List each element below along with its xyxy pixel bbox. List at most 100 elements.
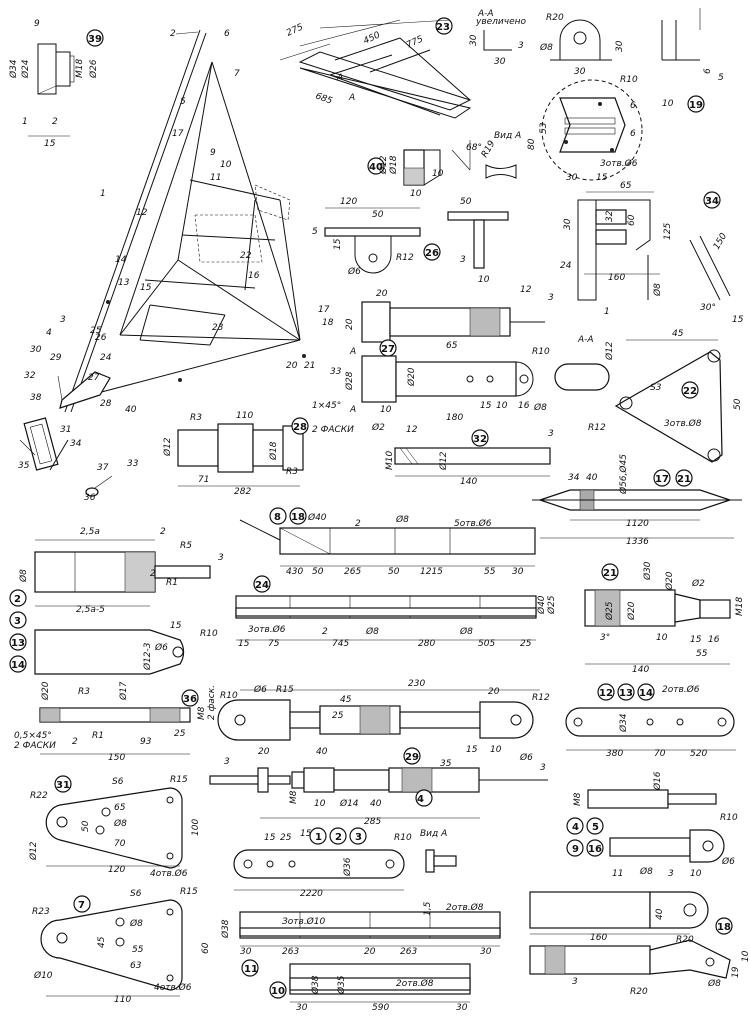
svg-text:70: 70 bbox=[114, 839, 126, 849]
svg-text:Ø8: Ø8 bbox=[707, 978, 721, 989]
part-32-number-badge bbox=[471, 429, 489, 447]
svg-text:M18: M18 bbox=[735, 597, 745, 616]
part-8: 8 18 Ø40 2 Ø8 430 50 265 50 1215 55 30 5… bbox=[239, 507, 536, 577]
svg-text:65: 65 bbox=[114, 803, 126, 813]
svg-text:3: 3 bbox=[668, 869, 674, 879]
svg-text:M8: M8 bbox=[289, 790, 299, 804]
svg-text:A: A bbox=[349, 347, 356, 357]
svg-text:50: 50 bbox=[312, 567, 324, 577]
svg-text:R3: R3 bbox=[78, 687, 90, 697]
svg-text:R10: R10 bbox=[200, 629, 218, 639]
svg-text:71: 71 bbox=[198, 475, 209, 485]
svg-text:29: 29 bbox=[405, 752, 419, 763]
part-31-number-badge bbox=[54, 775, 72, 793]
assembly-callouts: 2 6 7 5 17 9 10 11 1 12 22 16 14 13 15 2… bbox=[18, 29, 342, 503]
svg-text:Ø36: Ø36 bbox=[342, 857, 353, 877]
svg-text:R22: R22 bbox=[30, 791, 48, 801]
svg-text:увеличено: увеличено bbox=[475, 17, 527, 27]
svg-text:Ø6: Ø6 bbox=[253, 684, 267, 695]
svg-text:12: 12 bbox=[520, 285, 532, 295]
svg-text:25: 25 bbox=[174, 729, 186, 739]
svg-text:50: 50 bbox=[460, 197, 472, 207]
part-7: 7 S6 R15 R23 Ø8 45 55 63 60 Ø10 110 4отв… bbox=[32, 887, 211, 1005]
svg-text:13: 13 bbox=[11, 638, 25, 649]
svg-text:1336: 1336 bbox=[626, 537, 649, 547]
svg-text:6: 6 bbox=[630, 129, 636, 139]
svg-text:Ø34: Ø34 bbox=[8, 59, 19, 79]
svg-text:150: 150 bbox=[712, 231, 729, 251]
svg-text:Ø12: Ø12 bbox=[162, 437, 173, 457]
svg-text:Ø8: Ø8 bbox=[395, 514, 409, 525]
svg-text:10: 10 bbox=[662, 99, 674, 109]
svg-text:40: 40 bbox=[370, 799, 382, 809]
callout-36: 36 bbox=[84, 493, 96, 503]
part-27-number-badge bbox=[379, 339, 397, 357]
svg-text:505: 505 bbox=[478, 639, 495, 649]
svg-text:R3: R3 bbox=[190, 413, 202, 423]
svg-text:55: 55 bbox=[696, 649, 708, 659]
svg-text:20: 20 bbox=[488, 687, 500, 697]
svg-text:15: 15 bbox=[300, 829, 312, 839]
svg-text:Ø8: Ø8 bbox=[639, 866, 653, 877]
callout-37: 37 bbox=[97, 463, 109, 473]
svg-text:40: 40 bbox=[655, 908, 665, 920]
svg-text:3: 3 bbox=[572, 977, 578, 987]
svg-text:R10: R10 bbox=[720, 813, 738, 823]
svg-text:2: 2 bbox=[355, 519, 361, 529]
svg-text:2: 2 bbox=[52, 117, 58, 127]
svg-text:63: 63 bbox=[130, 961, 142, 971]
svg-text:285: 285 bbox=[364, 817, 381, 827]
svg-text:10: 10 bbox=[478, 275, 490, 285]
part-23: 23 275 450 775 685 A A А-А увеличено 30 … bbox=[279, 9, 527, 119]
svg-text:Ø18: Ø18 bbox=[268, 441, 279, 461]
svg-text:30: 30 bbox=[574, 67, 586, 77]
svg-text:R5: R5 bbox=[180, 541, 192, 551]
svg-text:Вид А: Вид А bbox=[494, 131, 521, 141]
part-12-number-badge bbox=[597, 683, 615, 701]
svg-text:Ø38: Ø38 bbox=[310, 975, 321, 995]
part-11: Ø38 Зотв.Ø10 1,5 30 263 20 263 30 2отв.Ø… bbox=[220, 901, 501, 977]
svg-text:265: 265 bbox=[344, 567, 361, 577]
svg-text:Ø12-3: Ø12-3 bbox=[142, 642, 153, 671]
callout-13: 17 bbox=[172, 129, 184, 139]
svg-text:A: A bbox=[336, 73, 343, 83]
svg-text:30: 30 bbox=[566, 173, 578, 183]
svg-text:50: 50 bbox=[733, 398, 743, 410]
part-6-detail: 6 bbox=[661, 8, 713, 74]
svg-text:R1: R1 bbox=[166, 578, 178, 588]
svg-text:11: 11 bbox=[244, 964, 258, 975]
svg-text:380: 380 bbox=[606, 749, 623, 759]
svg-text:18: 18 bbox=[717, 922, 731, 933]
svg-text:55: 55 bbox=[484, 567, 496, 577]
svg-text:10: 10 bbox=[490, 745, 502, 755]
svg-text:6: 6 bbox=[703, 68, 713, 74]
callout-33b: 33 bbox=[127, 459, 139, 469]
svg-text:M10: M10 bbox=[385, 451, 395, 470]
svg-text:20: 20 bbox=[345, 318, 355, 330]
callout-38: 38 bbox=[30, 393, 42, 403]
callout-21: 21 bbox=[304, 361, 315, 371]
svg-text:M18: M18 bbox=[75, 59, 85, 78]
svg-text:180: 180 bbox=[446, 413, 463, 423]
svg-text:Ø6: Ø6 bbox=[154, 642, 168, 653]
svg-text:282: 282 bbox=[234, 487, 251, 497]
svg-text:Ø20: Ø20 bbox=[664, 571, 675, 591]
svg-text:18: 18 bbox=[291, 512, 305, 523]
svg-text:10: 10 bbox=[656, 633, 668, 643]
part-30-number-badge bbox=[415, 789, 433, 807]
svg-text:R20: R20 bbox=[546, 13, 564, 23]
svg-text:Ø20: Ø20 bbox=[626, 601, 637, 621]
part-26: 120 50 5 15 Ø6 R12 50 3 10 26 bbox=[312, 197, 509, 285]
callout-11: 11 bbox=[210, 173, 221, 183]
svg-text:160: 160 bbox=[608, 273, 625, 283]
svg-text:Ø12: Ø12 bbox=[378, 155, 389, 175]
svg-text:685: 685 bbox=[314, 91, 334, 106]
svg-text:Ø56,Ø45: Ø56,Ø45 bbox=[618, 454, 629, 495]
svg-text:Ø30: Ø30 bbox=[642, 561, 653, 581]
svg-text:Ø26: Ø26 bbox=[88, 59, 99, 79]
part-10: 10 Ø38 Ø35 590 30 30 2отв.Ø8 bbox=[269, 963, 471, 1013]
svg-text:Ø6: Ø6 bbox=[347, 266, 361, 277]
svg-text:110: 110 bbox=[114, 995, 131, 1005]
part-29-number-badge bbox=[403, 747, 421, 765]
